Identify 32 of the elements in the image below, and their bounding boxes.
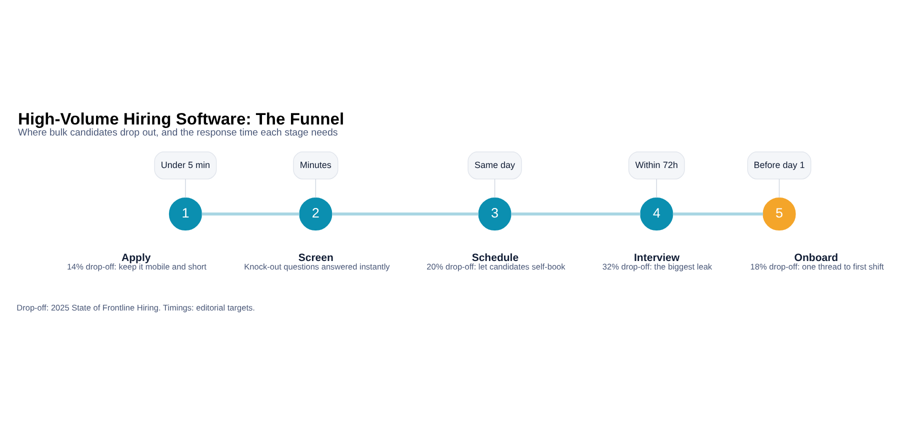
connector [656,178,657,198]
connector [672,212,764,216]
diagram-title: High-Volume Hiring Software: The Funnel [18,110,344,129]
node-box: Minutes [293,152,338,180]
connector [494,178,496,198]
caption: Where bulk candidates drop out, and the response time each stage needs [18,128,338,139]
node-label: Interview [634,252,680,264]
node-box: Within 72h [628,152,685,180]
node-box: Before day 1 [747,152,812,180]
node-circle: 2 [299,197,332,231]
node-circle: 1 [168,197,202,231]
node-label: 14% drop-off: keep it mobile and short [66,262,206,272]
node-label: Onboard [794,252,838,264]
node-label: 20% drop-off: let candidates self-book [426,262,566,272]
node-label: 32% drop-off: the biggest leak [602,262,712,272]
node-box: Under 5 min [154,152,217,180]
connector [778,178,780,198]
node-circle: 5 [762,197,796,231]
connector [511,212,640,216]
label: Drop-off: 2025 State of Frontline Hiring. Timings: editorial targets. [16,304,255,313]
node-label: Screen [298,252,334,264]
connector [202,212,300,216]
node-label: Knock-out questions answered instantly [244,262,390,272]
connector [185,178,186,198]
connector [332,212,479,216]
node-label: Schedule [472,252,519,264]
node-label: Apply [122,252,151,264]
node-circle: 3 [478,197,512,231]
node-label: 18% drop-off: one thread to first shift [750,262,884,272]
connector [315,178,316,198]
node-circle: 4 [640,197,674,231]
node-box: Same day [468,152,522,180]
